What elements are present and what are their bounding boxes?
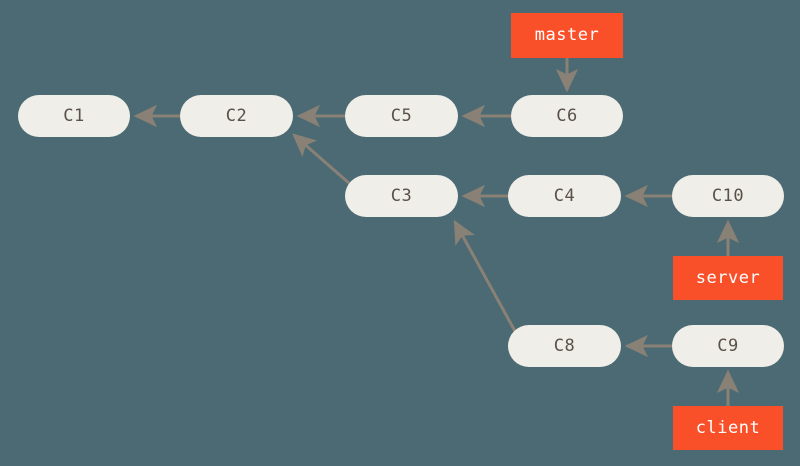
edge-c3-to-c2 [292,133,351,186]
commit-node-c8[interactable]: C8 [508,325,621,367]
commit-node-c2[interactable]: C2 [180,95,293,137]
commit-node-c3[interactable]: C3 [345,175,458,217]
commit-node-c4[interactable]: C4 [508,175,621,217]
commit-node-c9[interactable]: C9 [672,325,784,367]
edge-c8-to-c3 [453,219,518,334]
branch-label-client[interactable]: client [673,406,783,450]
commit-node-c1[interactable]: C1 [18,95,130,137]
commit-node-c5[interactable]: C5 [345,95,458,137]
commit-node-c10[interactable]: C10 [672,175,784,217]
commit-node-c6[interactable]: C6 [511,95,623,137]
branch-label-server[interactable]: server [673,256,783,300]
branch-label-master[interactable]: master [511,13,623,58]
